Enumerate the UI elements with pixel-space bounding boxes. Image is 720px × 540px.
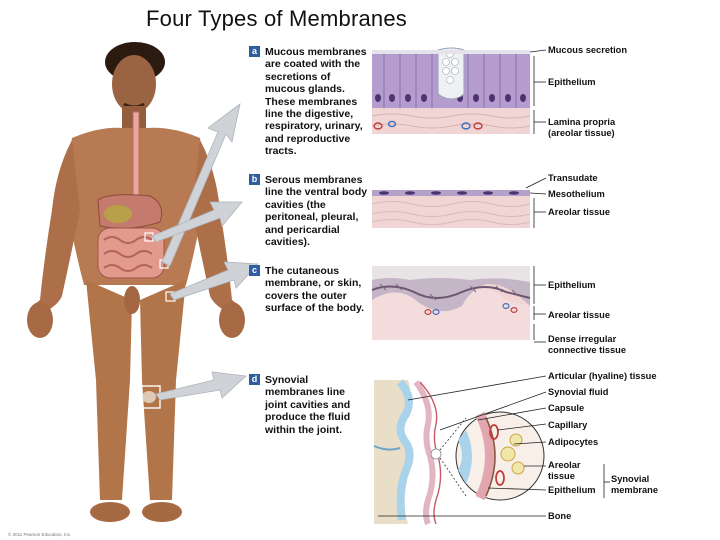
panel-c-description: The cutaneous membrane, or skin, covers … (265, 265, 364, 315)
label-areolar-b: Areolar tissue (548, 207, 611, 217)
label-dense-irregular: Dense irregular connective tissue (548, 334, 627, 355)
panel-d-description: Synovial membranes line joint cavities a… (265, 374, 351, 436)
page-title: Four Types of Membranes (146, 6, 407, 31)
label-epithelium-a: Epithelium (548, 77, 596, 87)
panel-d-badge: d (249, 374, 260, 385)
panel-d-synovial-joint (373, 379, 545, 526)
panel-c-skin-tissue (371, 266, 531, 340)
panel-b-serous-tissue (371, 190, 531, 228)
label-lamina-propria: Lamina propria (areolar tissue) (548, 117, 616, 138)
label-synovial-fluid: Synovial fluid (548, 387, 609, 397)
label-mucous-secretion: Mucous secretion (548, 45, 628, 55)
arrow-d (155, 371, 247, 401)
panel-c-badge: c (249, 265, 260, 276)
label-adipocytes: Adipocytes (548, 437, 599, 447)
arrow-b (151, 201, 243, 243)
label-capillary: Capillary (548, 420, 588, 430)
label-epithelium-d: Epithelium (548, 485, 596, 495)
label-areolar-d: Areolar tissue (548, 460, 581, 481)
panel-a-description: Mucous membranes are coated with the sec… (265, 46, 367, 158)
panel-a-badge: a (249, 46, 260, 57)
label-transudate: Transudate (548, 173, 598, 183)
label-capsule: Capsule (548, 403, 585, 413)
panel-b-badge: b (249, 174, 260, 185)
leader-lines (378, 49, 610, 517)
label-epithelium-c: Epithelium (548, 280, 596, 290)
panel-a-mucous-tissue (371, 47, 531, 134)
panel-b-description: Serous membranes line the ventral body c… (265, 174, 368, 249)
arrow-c (169, 261, 259, 301)
label-synovial-membrane: Synovial membrane (611, 474, 659, 495)
copyright-credit: © 2011 Pearson Education, Inc. (8, 532, 72, 537)
label-bone: Bone (548, 511, 572, 521)
label-mesothelium: Mesothelium (548, 189, 605, 199)
label-articular: Articular (hyaline) tissue (548, 371, 657, 381)
human-body-illustration (27, 42, 245, 522)
label-areolar-c: Areolar tissue (548, 310, 611, 320)
pointer-arrows (151, 103, 259, 401)
